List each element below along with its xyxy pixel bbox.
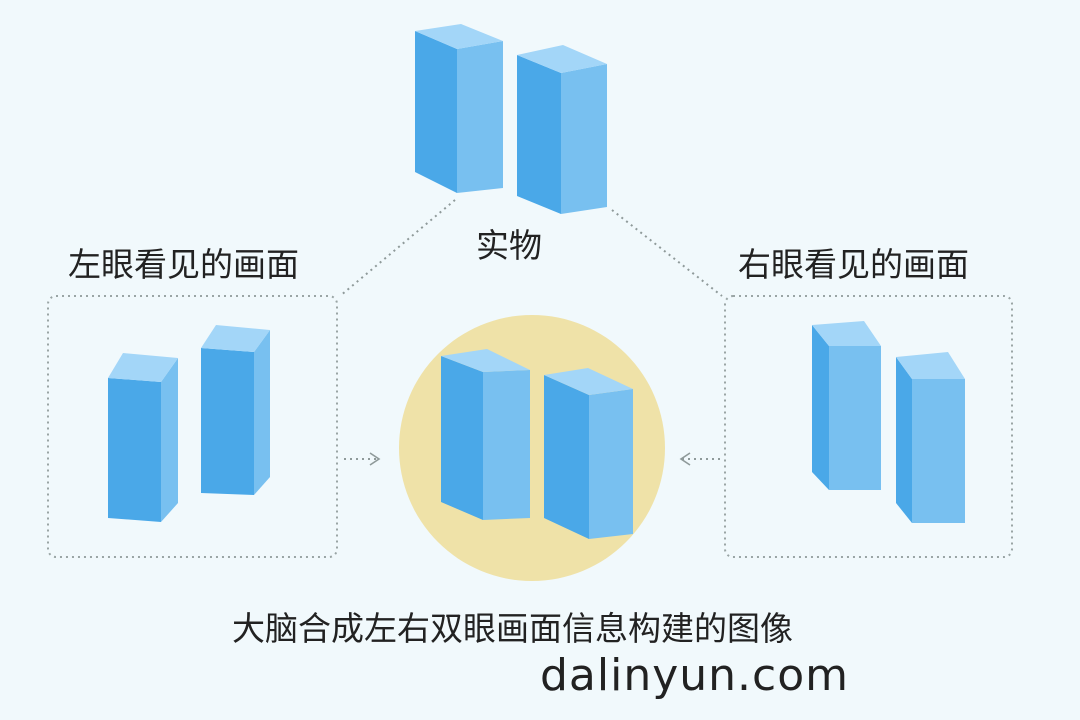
merged-pillar-right xyxy=(544,368,633,539)
right-eye-view-label: 右眼看见的画面 xyxy=(738,245,969,284)
right-view-pillars xyxy=(812,321,965,523)
right-view-pillar-1 xyxy=(812,321,881,490)
merged-pillar-left xyxy=(441,349,530,520)
right-view-pillar-2 xyxy=(896,352,965,523)
real-pillar-left xyxy=(415,24,503,193)
brain-caption: 大脑合成左右双眼画面信息构建的图像 xyxy=(232,609,793,648)
arrow-right-to-center xyxy=(679,452,720,466)
real-object-label: 实物 xyxy=(476,226,542,265)
real-object-pillars xyxy=(415,24,607,214)
left-view-pillars xyxy=(108,325,270,522)
connector-to-left-view xyxy=(339,199,456,297)
watermark: dalinyun.com xyxy=(540,650,849,701)
left-view-pillar-2 xyxy=(201,325,270,495)
left-view-pillar-1 xyxy=(108,353,178,522)
left-eye-view-label: 左眼看见的画面 xyxy=(68,245,299,284)
arrow-left-to-center xyxy=(344,452,381,466)
merged-image-pillars xyxy=(441,349,633,539)
left-eye-view-frame xyxy=(47,295,338,558)
real-pillar-right xyxy=(517,45,607,214)
connector-to-right-view xyxy=(611,209,723,297)
